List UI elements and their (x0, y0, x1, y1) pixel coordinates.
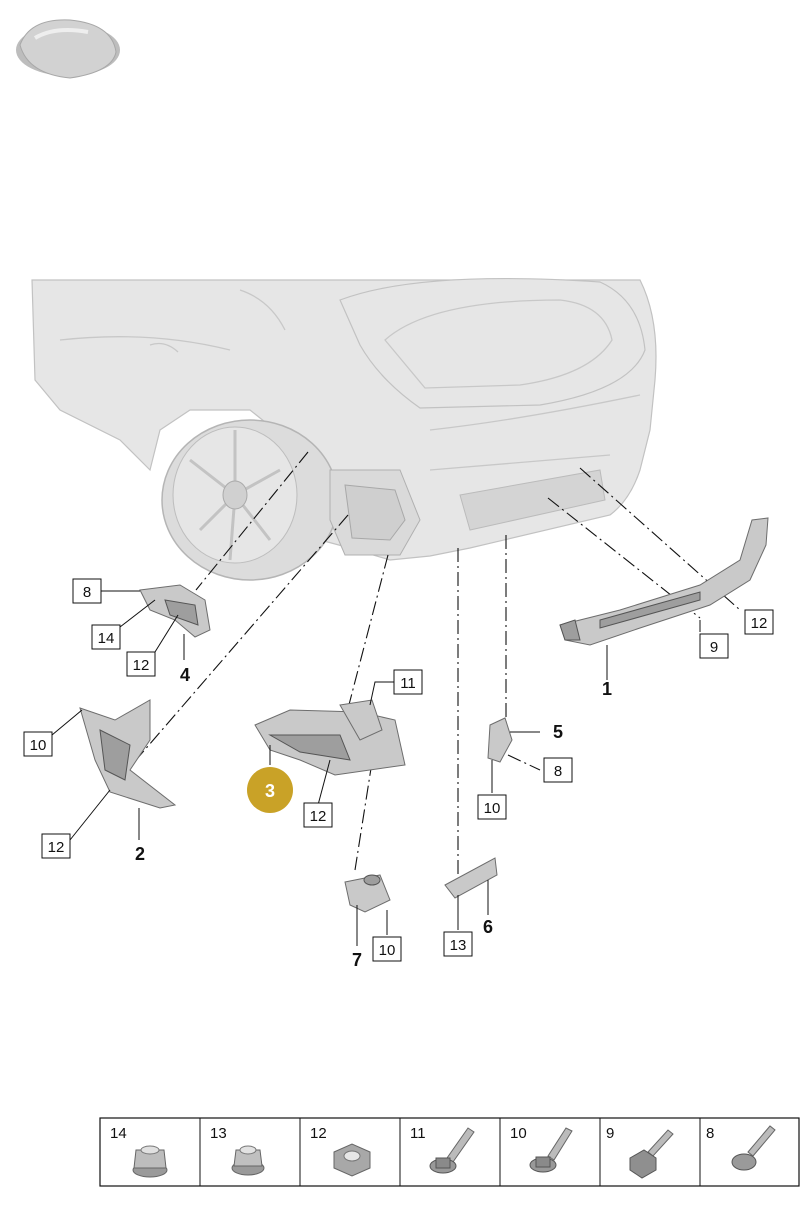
legend-cell-14: 14 (110, 1125, 168, 1178)
hardware-legend: 14 13 12 11 (99, 1117, 800, 1187)
svg-text:12: 12 (133, 657, 150, 674)
part-2-side-bracket (79, 699, 177, 809)
part-7-holder (344, 874, 391, 913)
callout-14-a: 14 (91, 624, 121, 650)
vehicle-rear-illustration (31, 277, 657, 581)
svg-text:3: 3 (265, 781, 275, 801)
callout-5: 5 (553, 722, 563, 742)
callout-3-highlighted: 3 (247, 767, 293, 813)
callout-10-c: 10 (477, 794, 507, 820)
callout-7: 7 (352, 950, 362, 970)
svg-text:14: 14 (110, 1125, 127, 1142)
legend-cell-13: 13 (210, 1125, 265, 1176)
svg-text:10: 10 (30, 737, 47, 754)
svg-text:12: 12 (751, 615, 768, 632)
part-5-small-bracket (487, 717, 513, 763)
flange-bolt-icon (529, 1127, 573, 1173)
svg-text:10: 10 (510, 1125, 527, 1142)
svg-text:10: 10 (484, 800, 501, 817)
part-6-rail-bracket (444, 857, 498, 899)
hex-bolt-icon (629, 1129, 674, 1179)
callout-11: 11 (393, 669, 423, 695)
svg-text:12: 12 (48, 839, 65, 856)
svg-text:8: 8 (554, 763, 562, 780)
legend-cell-9: 9 (606, 1125, 674, 1179)
pan-screw-icon (731, 1125, 776, 1171)
callout-12-b: 12 (41, 833, 71, 859)
flange-bolt-icon (429, 1127, 475, 1174)
callout-10-a: 10 (23, 731, 53, 757)
svg-text:11: 11 (410, 1125, 426, 1142)
legend-cell-12: 12 (310, 1125, 371, 1177)
callout-2: 2 (135, 844, 145, 864)
svg-text:9: 9 (606, 1125, 614, 1142)
legend-cell-11: 11 (410, 1125, 475, 1174)
callout-8-b: 8 (543, 757, 573, 783)
svg-text:8: 8 (706, 1125, 714, 1142)
part-3-guide-profile (254, 699, 406, 776)
callout-1: 1 (602, 679, 612, 699)
svg-text:13: 13 (450, 937, 467, 954)
callout-13: 13 (443, 931, 473, 957)
callout-8-a: 8 (72, 578, 102, 604)
callout-12-d: 12 (744, 609, 774, 635)
svg-text:9: 9 (710, 639, 718, 656)
svg-text:8: 8 (83, 584, 91, 601)
callout-4: 4 (180, 665, 190, 685)
part-1-rear-bumper-carrier (559, 517, 769, 646)
svg-text:14: 14 (98, 630, 115, 647)
legend-cell-10: 10 (510, 1125, 573, 1173)
cage-nut-icon (231, 1145, 265, 1176)
callout-9: 9 (699, 633, 729, 659)
svg-text:12: 12 (310, 808, 327, 825)
callout-12-c: 12 (303, 802, 333, 828)
callout-leaders (51, 590, 746, 946)
svg-text:12: 12 (310, 1125, 327, 1142)
flange-nut-icon (132, 1145, 168, 1178)
svg-text:10: 10 (379, 942, 396, 959)
svg-text:13: 13 (210, 1125, 227, 1142)
callout-10-b: 10 (372, 936, 402, 962)
vehicle-thumbnail-icon (16, 19, 120, 79)
legend-cell-8: 8 (706, 1125, 776, 1171)
callout-12-a: 12 (126, 651, 156, 677)
svg-text:11: 11 (400, 675, 416, 692)
part-4-bracket (139, 584, 211, 638)
callout-6: 6 (483, 917, 493, 937)
hex-nut-icon (333, 1143, 371, 1177)
